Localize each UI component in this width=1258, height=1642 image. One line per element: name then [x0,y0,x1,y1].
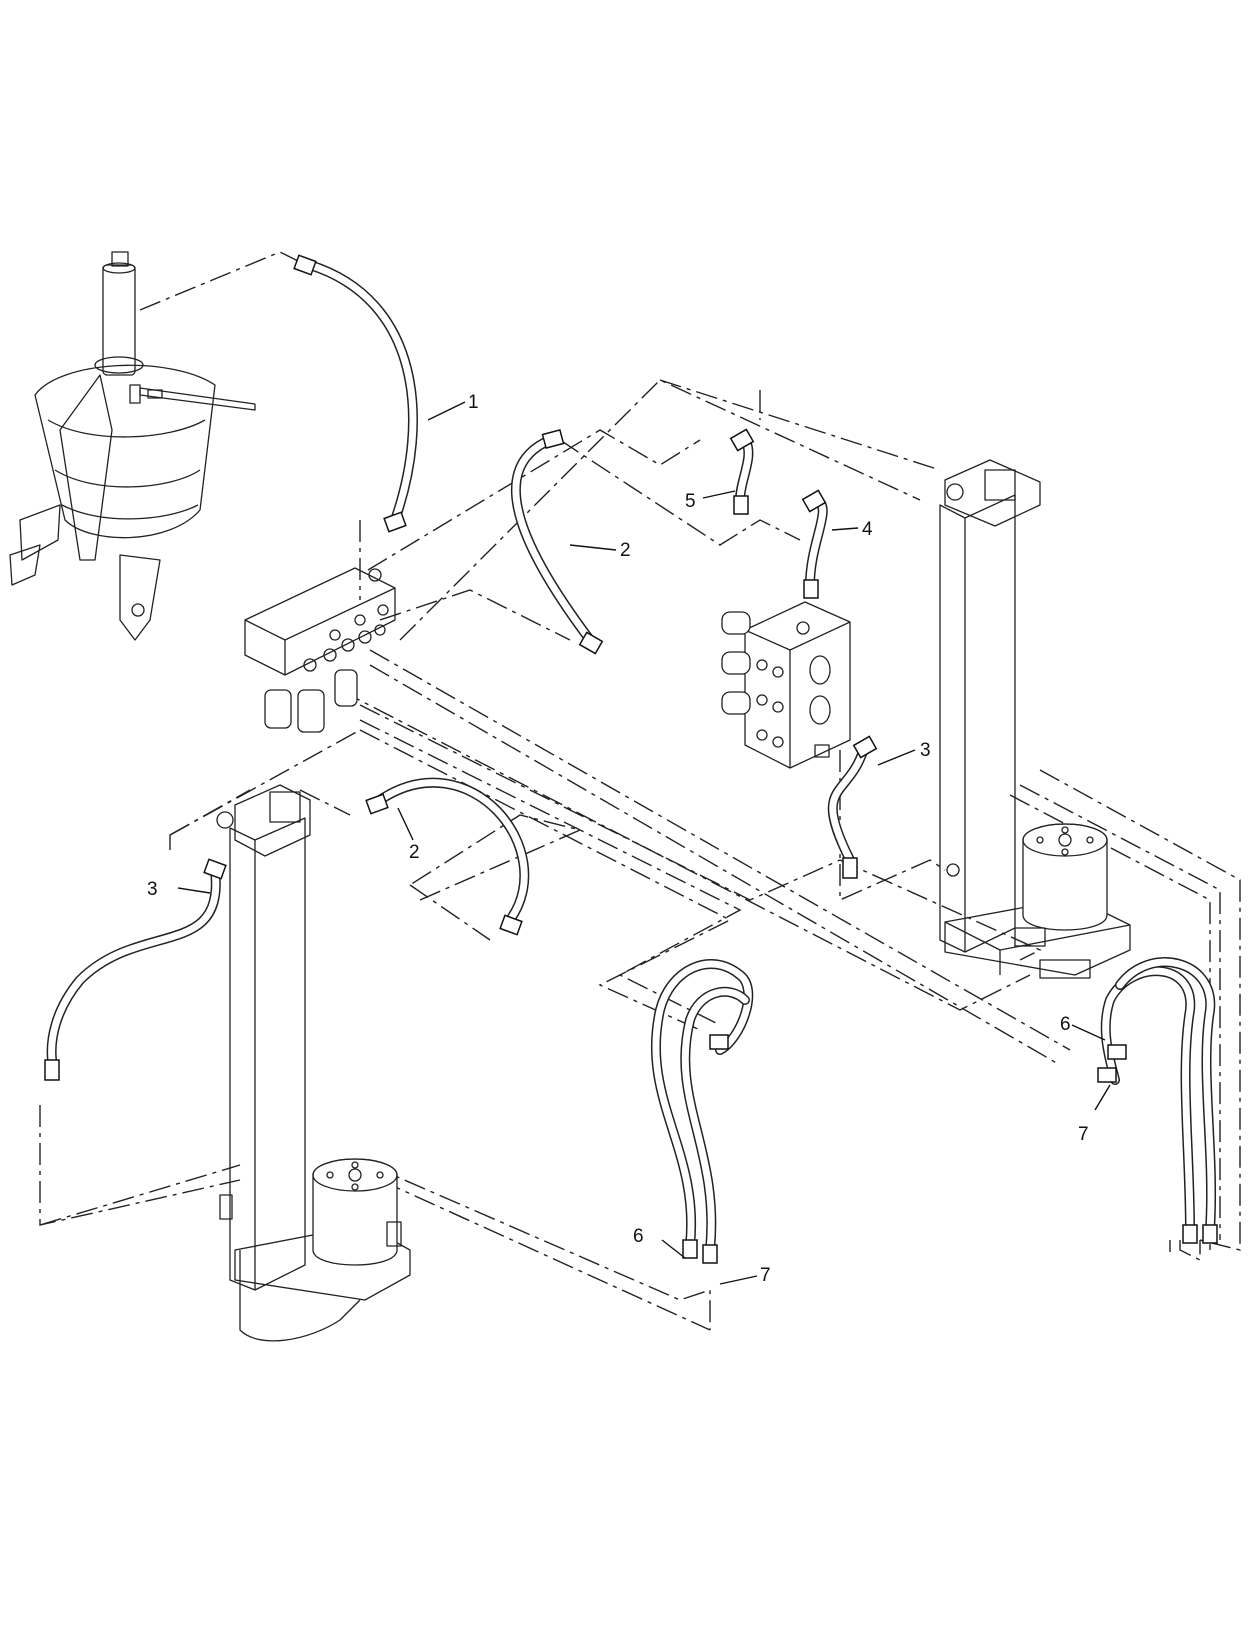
callout-5: 5 [685,491,696,512]
right-motor-assembly [939,459,1131,979]
callout-2-lower: 2 [409,842,420,863]
control-valve [721,601,851,769]
callout-3-left: 3 [147,879,158,900]
left-motor-assembly [216,784,411,1342]
callout-4: 4 [862,519,873,540]
callout-6-right: 6 [1060,1014,1071,1035]
callout-1: 1 [468,392,479,413]
callout-7-right: 7 [1078,1124,1089,1145]
valve-manifold [244,567,396,733]
callout-6-center: 6 [633,1226,644,1247]
spinner-assembly [9,251,256,641]
callout-2-upper: 2 [620,540,631,561]
hoses [46,260,1217,1255]
callout-3-right: 3 [920,740,931,761]
callout-labels: 1 2 2 3 3 4 5 6 6 7 7 [147,392,1089,1286]
callout-leaders [177,401,1111,1285]
hose-fittings [44,254,1218,1264]
phantom-reference-lines [39,251,1241,1331]
callout-7-center: 7 [760,1265,771,1286]
